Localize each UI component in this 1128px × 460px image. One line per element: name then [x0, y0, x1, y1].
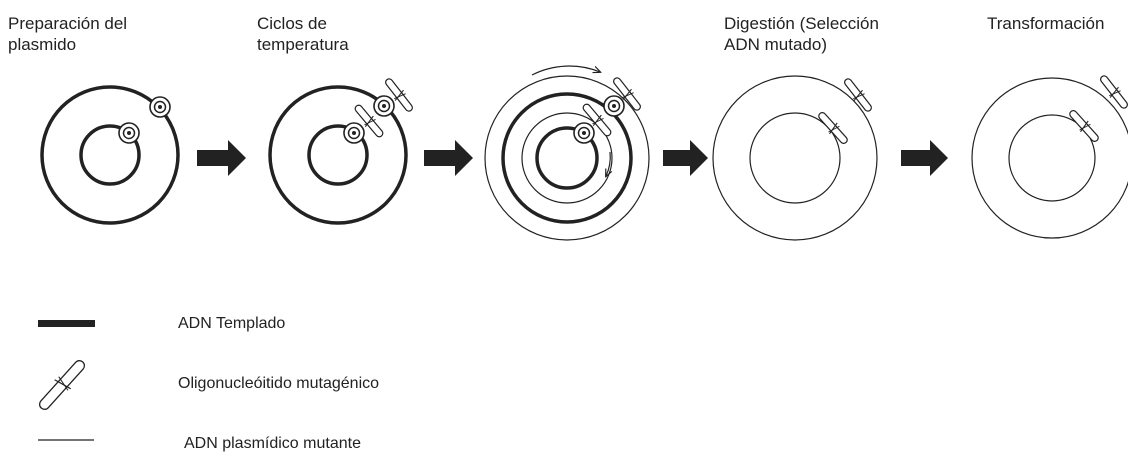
oligo-icon [815, 109, 851, 147]
process-arrow-1 [197, 140, 246, 176]
plasmid-step-3 [485, 66, 649, 240]
plasmid-step-1 [42, 87, 178, 223]
origin-marker-outer [150, 97, 170, 117]
origin-marker-inner [119, 123, 139, 143]
process-arrow-2 [424, 140, 473, 176]
process-arrow-4 [901, 140, 948, 176]
plasmid-step-4 [713, 76, 877, 240]
oligo-icon [841, 76, 875, 115]
origin-marker-inner [574, 123, 594, 143]
oligo-icon [1066, 107, 1102, 145]
origin-marker-outer [374, 96, 394, 116]
legend-oligo-icon [35, 356, 90, 414]
plasmid-step-5 [972, 73, 1128, 238]
process-arrow-3 [663, 140, 708, 176]
origin-marker-outer [604, 96, 624, 116]
plasmid-step-2 [270, 76, 416, 223]
legend-template-symbol [38, 320, 95, 327]
origin-marker-inner [344, 123, 364, 143]
extension-arrow [532, 66, 600, 75]
